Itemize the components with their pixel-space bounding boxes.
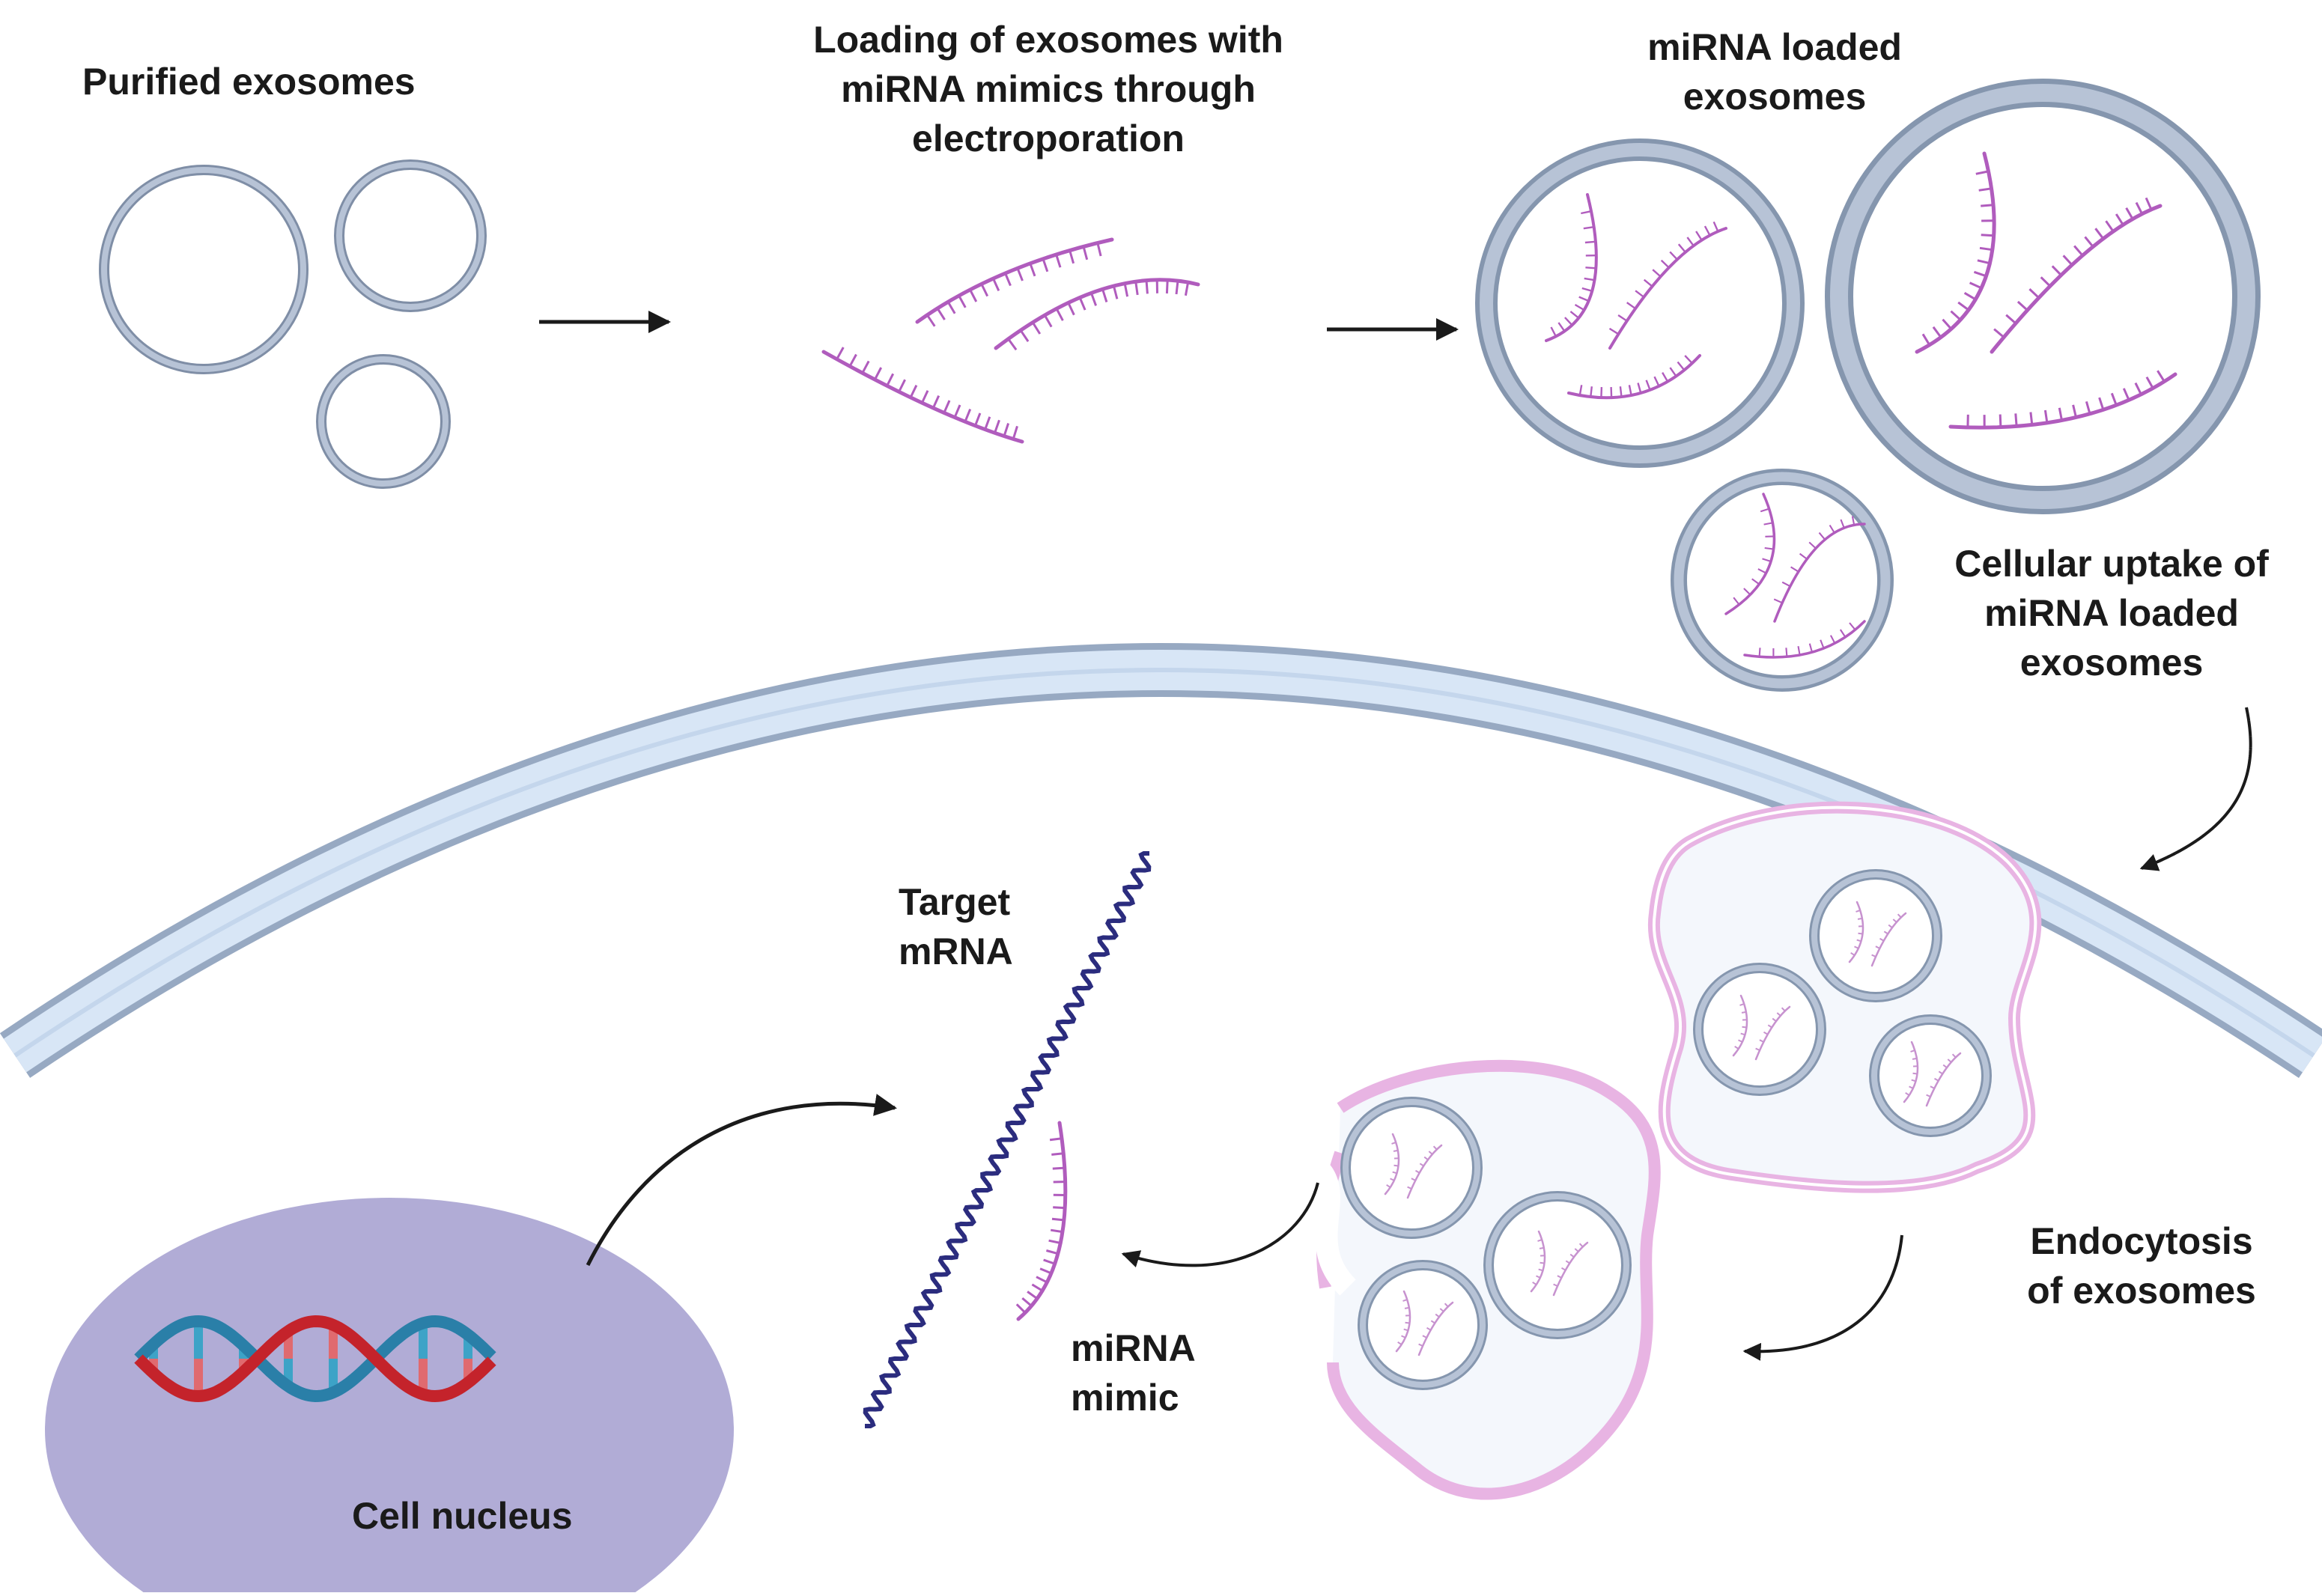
dna-helix xyxy=(134,1315,496,1403)
arrow-release xyxy=(1121,1182,1319,1268)
label-cellular-uptake: Cellular uptake of miRNA loaded exosomes xyxy=(1954,543,2269,683)
mirna-mimic xyxy=(1015,1121,1068,1321)
label-purified-exosomes: Purified exosomes xyxy=(82,61,416,103)
label-endocytosis: Endocytosis of exosomes xyxy=(2027,1220,2256,1312)
arrow-uptake xyxy=(2139,707,2252,871)
loaded-mirna xyxy=(1545,151,2177,659)
endosome-left xyxy=(1309,1059,1661,1500)
mirna-mimics xyxy=(821,237,1200,444)
label-mirna-loaded: miRNA loaded exosomes xyxy=(1647,26,1902,118)
cell-nucleus-shape xyxy=(45,1198,734,1596)
endosome-mirna xyxy=(1384,901,1962,1356)
endosome-right xyxy=(1647,801,2042,1193)
label-mirna-mimic: miRNA mimic xyxy=(1071,1327,1196,1419)
arrow-nucleus-to-mrna xyxy=(586,1094,897,1267)
target-mrna xyxy=(863,851,1152,1428)
arrow-endocytosis xyxy=(1742,1234,1903,1361)
label-cell-nucleus: Cell nucleus xyxy=(352,1495,573,1537)
label-target-mrna: Target mRNA xyxy=(899,881,1013,972)
purified-exosomes xyxy=(99,159,487,489)
label-loading: Loading of exosomes with miRNA mimics th… xyxy=(813,19,1283,159)
